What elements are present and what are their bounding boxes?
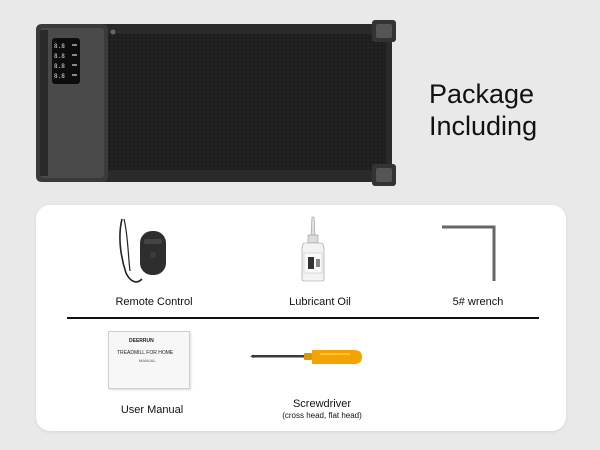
manual-brand: DEERRUN: [129, 338, 154, 344]
screwdriver-sublabel: (cross head, flat head): [282, 411, 362, 420]
lubricant-oil-label: Lubricant Oil: [289, 296, 351, 308]
svg-text:8.8: 8.8: [54, 63, 65, 70]
screwdriver-icon: [250, 350, 362, 364]
section-divider: [67, 317, 539, 319]
screwdriver-label: Screwdriver: [292, 398, 352, 410]
user-manual-label: User Manual: [120, 404, 184, 416]
user-manual-icon: DEERRUN TREADMILL FOR HOME MANUAL: [108, 331, 190, 389]
manual-subtitle: MANUAL: [139, 358, 156, 363]
lubricant-oil-bottle-icon: [301, 216, 325, 282]
hex-wrench-icon: [442, 225, 496, 281]
remote-control-label: Remote Control: [115, 296, 193, 308]
heading-line-1: Package: [429, 79, 535, 109]
svg-text:8.8: 8.8: [54, 53, 65, 60]
walking-pad-treadmill-image: 8.8 8.8 8.8 8.8: [36, 20, 396, 186]
heading-line-2: Including: [429, 111, 538, 141]
manual-title: TREADMILL FOR HOME: [117, 350, 174, 356]
remote-control-icon: [119, 218, 166, 283]
svg-text:8.8: 8.8: [54, 43, 65, 50]
package-including-heading: Package Including: [429, 78, 537, 142]
package-contents-card: Remote Control Lubricant Oil 5# wrench D…: [36, 205, 566, 431]
svg-text:8.8: 8.8: [54, 73, 65, 80]
hex-wrench-label: 5# wrench: [452, 296, 504, 308]
